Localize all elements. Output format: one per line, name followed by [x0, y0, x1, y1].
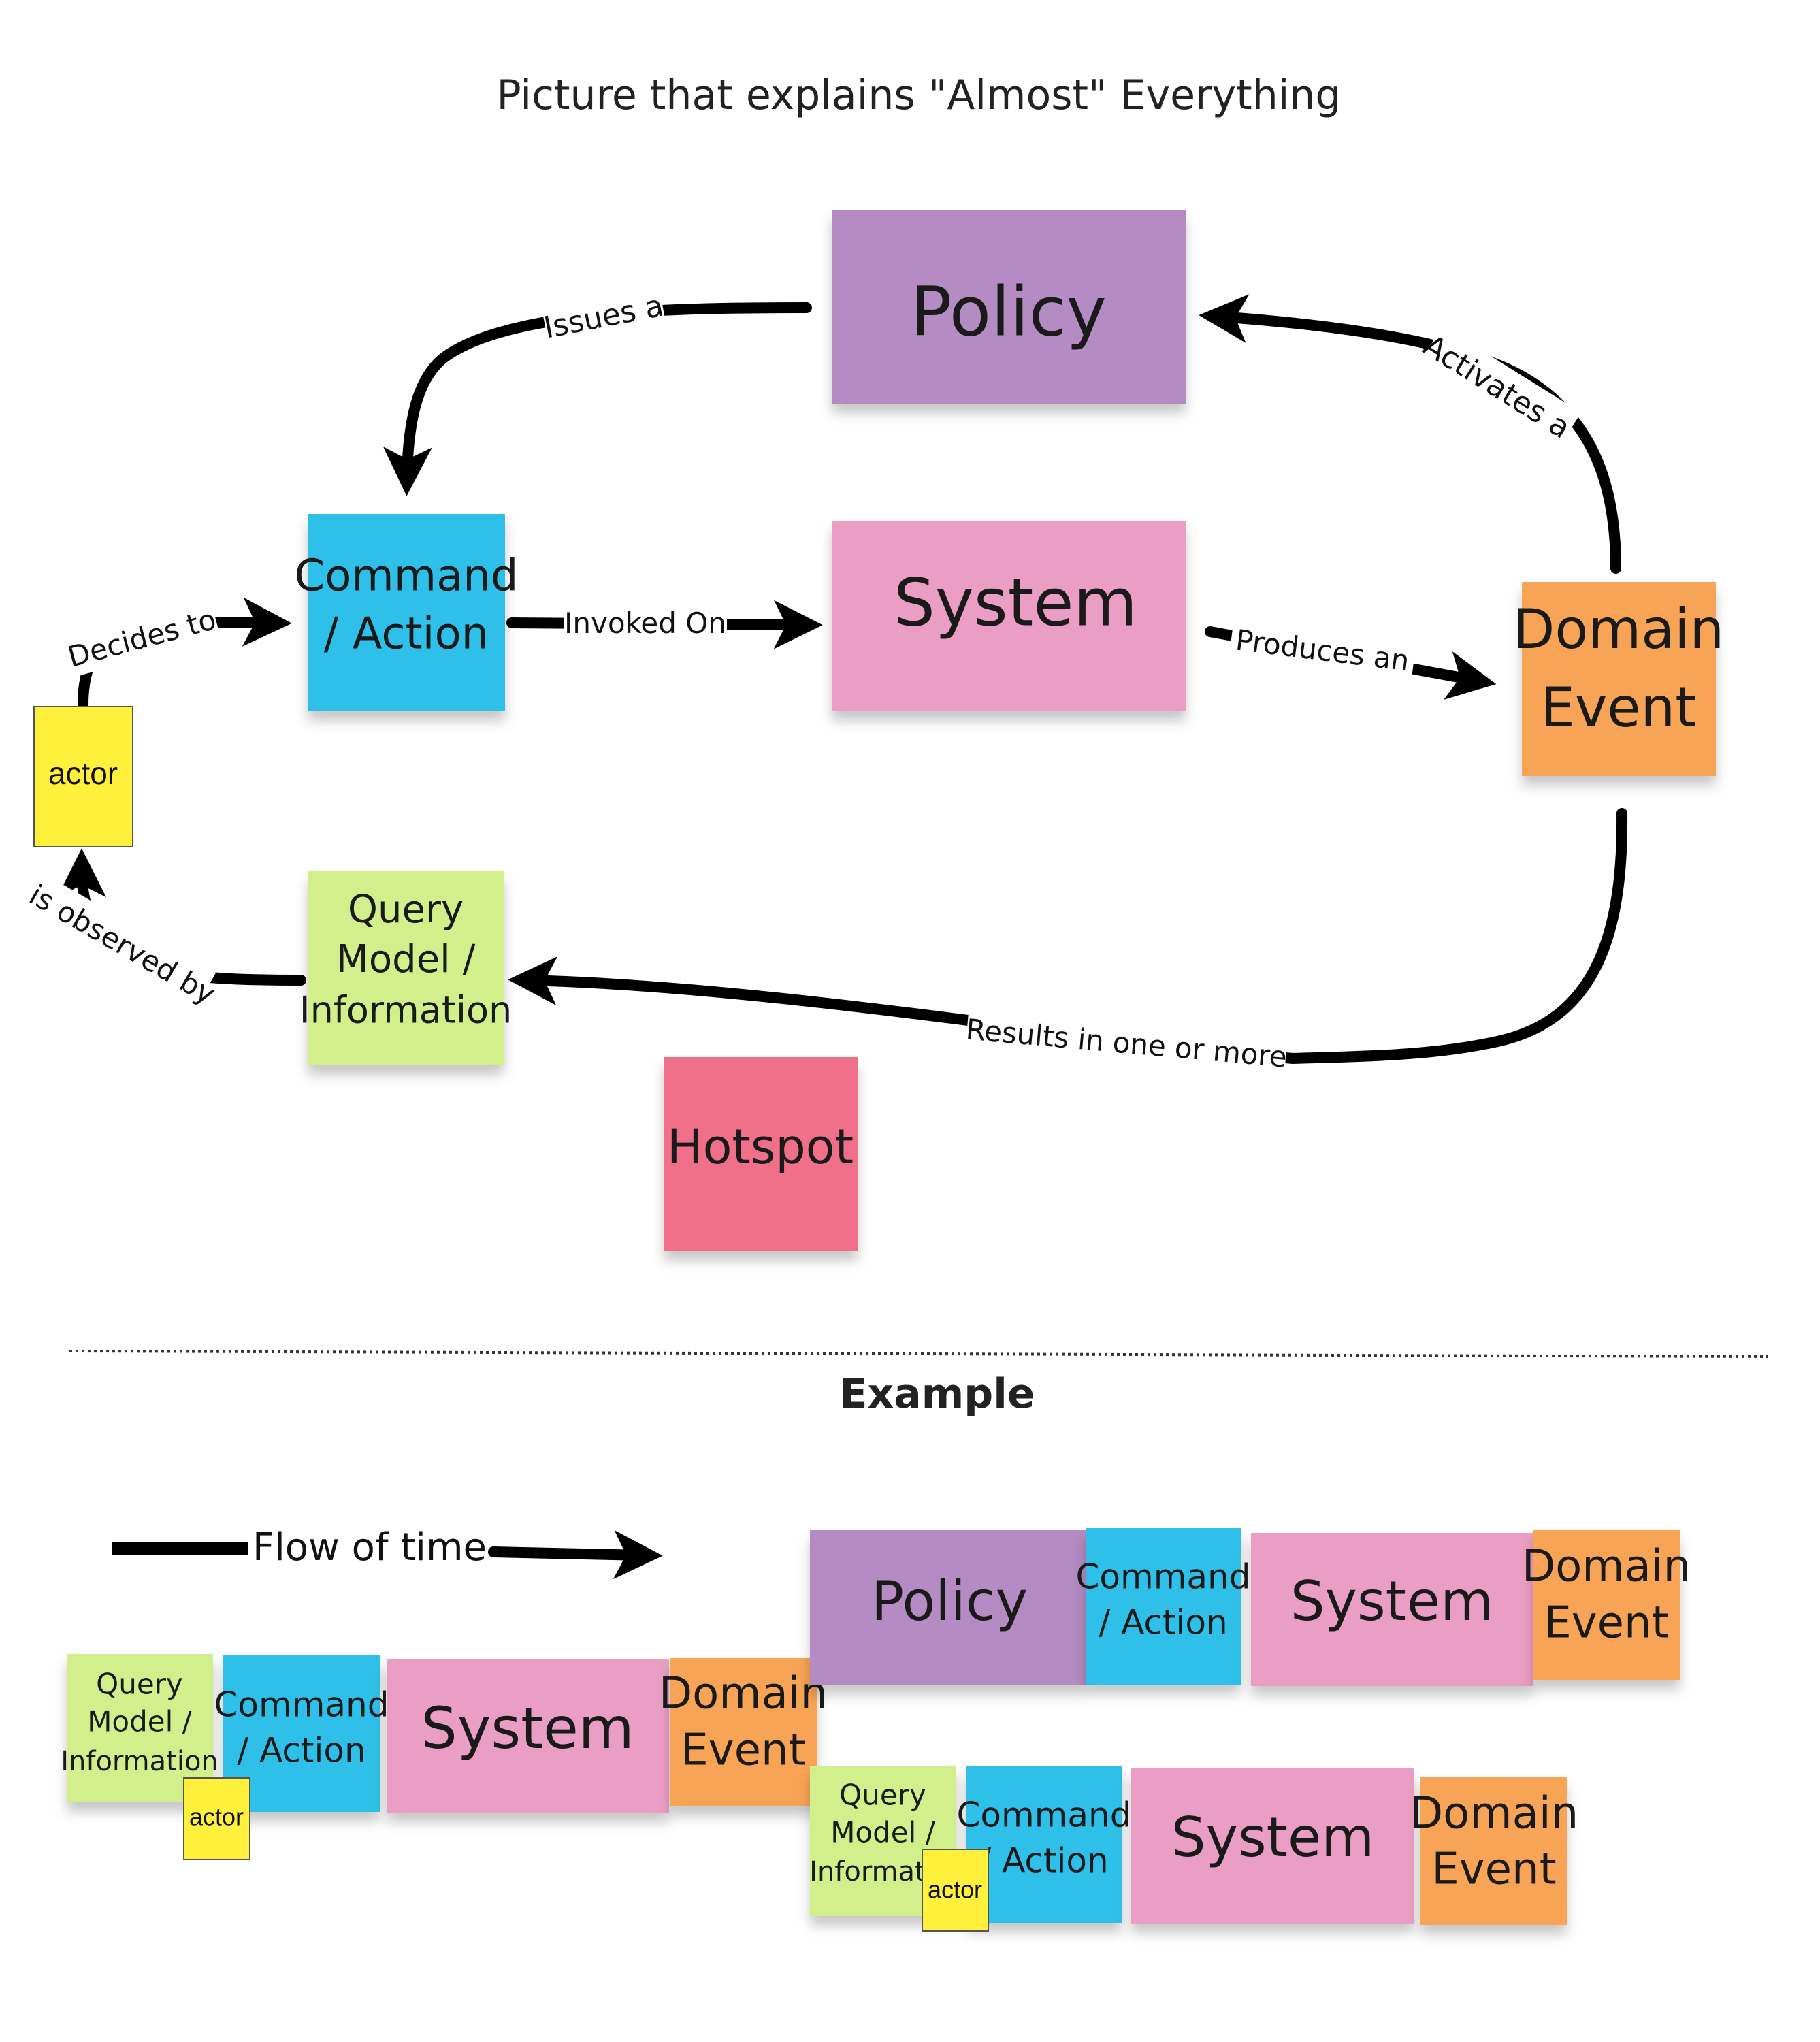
svg-text:/ Action: / Action — [237, 1731, 365, 1770]
flow-of-time-label: Flow of time — [253, 1525, 487, 1570]
svg-text:Domain: Domain — [1410, 1789, 1578, 1839]
example-row2-domain-event: Domain Event — [1522, 1530, 1691, 1680]
sticky-actor: actor — [33, 706, 133, 847]
example-row1-domain-event: Domain Event — [659, 1658, 828, 1806]
example-row3-actor: actor — [922, 1849, 989, 1932]
svg-text:Hotspot: Hotspot — [667, 1119, 854, 1175]
example-row3: Query Model / Informati Command / Action… — [809, 1766, 1578, 1932]
example-row1-actor: actor — [183, 1777, 250, 1860]
svg-text:Domain: Domain — [1513, 598, 1724, 661]
arrow-event-to-query — [508, 808, 1628, 1065]
example-row2-command: Command / Action — [1076, 1528, 1251, 1685]
svg-text:Query: Query — [839, 1779, 926, 1812]
svg-text:Model /: Model / — [87, 1705, 192, 1738]
svg-text:Model /: Model / — [830, 1816, 935, 1849]
label-activates: Activates a — [1417, 325, 1581, 451]
svg-text:/ Action: / Action — [1099, 1603, 1227, 1642]
svg-text:Decides to: Decides to — [64, 602, 219, 674]
svg-text:Policy: Policy — [871, 1570, 1028, 1633]
sticky-domain-event: Domain Event — [1513, 582, 1724, 776]
arrow-policy-to-command — [383, 302, 812, 496]
svg-text:Event: Event — [681, 1725, 805, 1776]
label-observed: is observed by — [24, 877, 221, 1011]
svg-text:Command: Command — [295, 551, 519, 602]
example-row1: Query Model / Information Command / Acti… — [61, 1654, 828, 1860]
svg-text:System: System — [1171, 1806, 1374, 1869]
label-issues: Issues a — [540, 281, 668, 353]
page-title: Picture that explains "Almost" Everythin… — [496, 71, 1341, 119]
example-row1-system: System — [387, 1659, 669, 1813]
sticky-system: System — [832, 521, 1186, 711]
svg-text:is observed by: is observed by — [24, 878, 221, 1011]
svg-text:actor: actor — [48, 756, 118, 791]
svg-text:Event: Event — [1431, 1845, 1556, 1895]
example-row2-policy: Policy — [810, 1530, 1086, 1685]
label-results: Results in one or more — [964, 1007, 1288, 1079]
sticky-query-model: Query Model / Information — [299, 871, 513, 1065]
svg-text:/ Action: / Action — [324, 609, 489, 660]
svg-text:Query: Query — [96, 1668, 183, 1701]
svg-text:Event: Event — [1540, 676, 1696, 739]
svg-text:Informati: Informati — [809, 1856, 933, 1887]
svg-text:actor: actor — [189, 1803, 244, 1831]
sticky-policy: Policy — [832, 210, 1186, 404]
example-heading: Example — [840, 1370, 1035, 1418]
svg-text:System: System — [894, 564, 1137, 641]
svg-text:Command: Command — [1076, 1557, 1251, 1597]
svg-text:actor: actor — [928, 1876, 982, 1904]
example-row3-domain-event: Domain Event — [1410, 1777, 1578, 1925]
svg-text:Event: Event — [1544, 1598, 1668, 1649]
svg-text:Domain: Domain — [1522, 1542, 1691, 1592]
svg-text:/ Action: / Action — [979, 1841, 1108, 1881]
svg-text:System: System — [421, 1695, 634, 1762]
label-produces: Produces an — [1229, 618, 1416, 683]
svg-text:Domain: Domain — [659, 1669, 828, 1719]
example-row3-command: Command / Action — [957, 1766, 1132, 1923]
sticky-hotspot: Hotspot — [664, 1057, 858, 1251]
svg-text:Command: Command — [957, 1796, 1132, 1835]
example-row3-system: System — [1131, 1768, 1414, 1924]
svg-text:Query: Query — [348, 888, 464, 932]
svg-text:Activates a: Activates a — [1417, 328, 1576, 446]
svg-text:Policy: Policy — [911, 272, 1107, 351]
svg-text:Information: Information — [61, 1746, 218, 1777]
svg-text:Model /: Model / — [336, 937, 476, 982]
section-divider — [69, 1350, 1769, 1358]
flow-of-time-arrow — [488, 1530, 663, 1580]
label-invoked: Invoked On — [564, 602, 727, 645]
sticky-command-action: Command / Action — [295, 514, 519, 711]
example-row2-system: System — [1251, 1533, 1533, 1686]
svg-text:Invoked On: Invoked On — [564, 606, 726, 640]
svg-text:System: System — [1290, 1570, 1493, 1633]
label-decides: Decides to — [61, 597, 221, 678]
svg-text:Information: Information — [299, 989, 513, 1032]
example-row2: Policy Command / Action System Domain Ev… — [810, 1528, 1691, 1686]
svg-text:Command: Command — [214, 1685, 389, 1725]
